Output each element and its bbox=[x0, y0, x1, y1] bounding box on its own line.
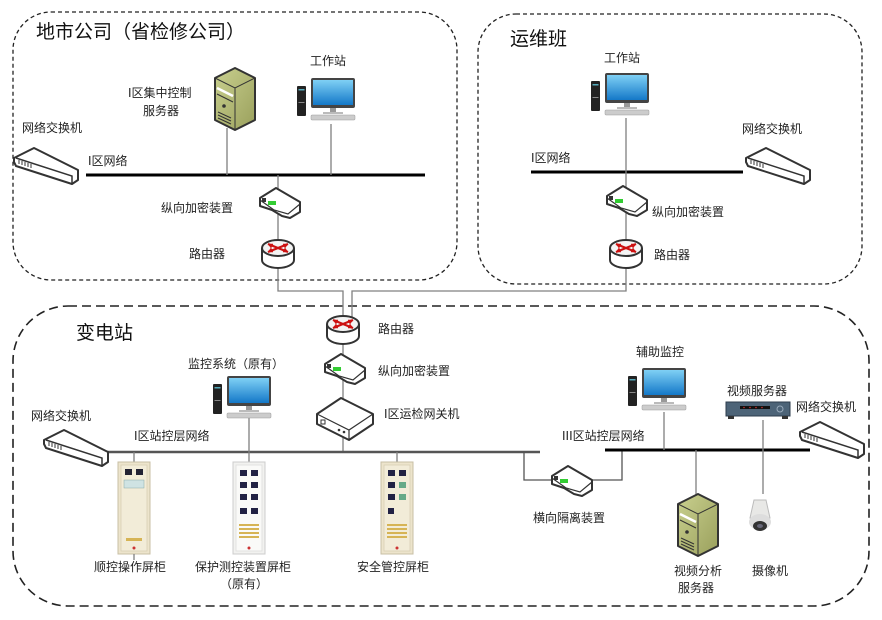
video-analysis-server-icon bbox=[676, 492, 720, 558]
wan-link-ops bbox=[351, 290, 627, 318]
cabinet2-label-2: （原有） bbox=[220, 577, 269, 591]
cabinet3-label: 安全管控屏柜 bbox=[357, 560, 430, 574]
ops-encryptor-icon bbox=[606, 185, 648, 217]
ops-workstation-label: 工作站 bbox=[604, 51, 641, 65]
aux-monitor-label: 辅助监控 bbox=[636, 345, 685, 359]
zone-city-title: 地市公司（省检修公司） bbox=[36, 21, 246, 43]
isolator-link-left bbox=[523, 452, 560, 481]
city-server-icon bbox=[213, 66, 257, 132]
sub-switch2-label: 网络交换机 bbox=[796, 400, 857, 414]
sub-monitor-label: 监控系统（原有） bbox=[188, 357, 285, 371]
video-server-icon bbox=[725, 401, 791, 419]
city-server-label-2: 服务器 bbox=[143, 104, 180, 118]
zone-substation-title: 变电站 bbox=[76, 322, 134, 344]
ops-switch-icon bbox=[745, 147, 811, 185]
city-workstation-icon bbox=[296, 77, 356, 121]
sub-switch1-icon bbox=[43, 429, 109, 467]
isolator-link-right bbox=[592, 450, 623, 481]
city-server-label-1: I区集中控制 bbox=[128, 86, 192, 100]
isolator-label: 横向隔离装置 bbox=[533, 511, 606, 525]
camera-icon bbox=[749, 499, 771, 531]
video-server-label: 视频服务器 bbox=[727, 384, 788, 398]
video-analysis-label-1: 视频分析 bbox=[674, 564, 723, 578]
ops-network-label: I区网络 bbox=[531, 151, 571, 165]
sub-zone3-network-label: III区站控层网络 bbox=[562, 429, 645, 443]
sub-router-label: 路由器 bbox=[378, 322, 415, 336]
sub-encryptor-label: 纵向加密装置 bbox=[378, 364, 451, 378]
cabinet1-icon bbox=[117, 461, 151, 555]
sub-gateway-label: I区运检网关机 bbox=[384, 407, 460, 421]
cabinet2-icon bbox=[232, 461, 266, 555]
ops-router-label: 路由器 bbox=[654, 248, 691, 262]
zone-city-boundary bbox=[12, 11, 458, 281]
camera-label: 摄像机 bbox=[752, 564, 789, 578]
city-encryptor-icon bbox=[259, 187, 301, 219]
aux-monitor-icon bbox=[627, 367, 687, 411]
city-router-icon bbox=[260, 238, 296, 270]
city-network-label: I区网络 bbox=[88, 154, 128, 168]
city-encryptor-label: 纵向加密装置 bbox=[161, 201, 234, 215]
ops-workstation-icon bbox=[590, 72, 650, 116]
city-switch-label: 网络交换机 bbox=[22, 121, 83, 135]
sub-monitor-icon bbox=[212, 375, 272, 419]
city-workstation-label: 工作站 bbox=[310, 54, 347, 68]
wan-link-city bbox=[277, 290, 344, 318]
sub-switch1-label: 网络交换机 bbox=[31, 409, 92, 423]
sub-zone1-network-label: I区站控层网络 bbox=[134, 429, 210, 443]
cabinet2-label-1: 保护测控装置屏柜 bbox=[195, 560, 292, 574]
sub-router-icon bbox=[325, 314, 361, 346]
zone-substation-boundary bbox=[12, 305, 870, 607]
sub-switch2-icon bbox=[799, 421, 865, 459]
zone-ops-boundary bbox=[477, 13, 863, 285]
city-router-label: 路由器 bbox=[189, 247, 226, 261]
zone-ops-title: 运维班 bbox=[510, 28, 568, 50]
ops-router-icon bbox=[608, 238, 644, 270]
ops-encryptor-label: 纵向加密装置 bbox=[652, 205, 725, 219]
sub-encryptor-icon bbox=[324, 353, 366, 385]
sub-gateway-icon bbox=[316, 397, 374, 441]
city-switch-icon bbox=[13, 147, 79, 185]
video-analysis-label-2: 服务器 bbox=[678, 581, 715, 595]
cabinet1-label: 顺控操作屏柜 bbox=[94, 560, 167, 574]
isolator-icon bbox=[551, 465, 593, 497]
ops-switch-label: 网络交换机 bbox=[742, 122, 803, 136]
cabinet3-icon bbox=[380, 461, 414, 555]
